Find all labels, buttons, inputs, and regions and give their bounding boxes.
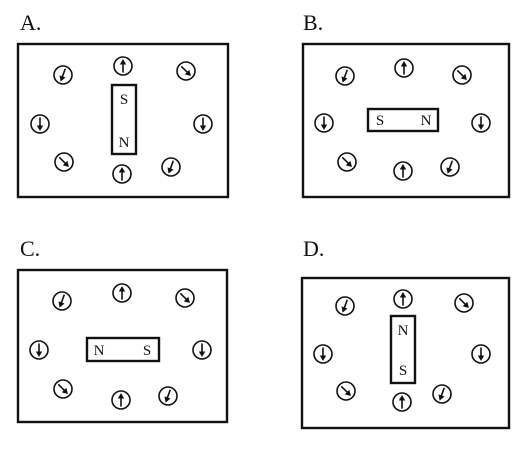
panel-b-magnet-pole-1: S xyxy=(376,113,384,129)
compass-needle xyxy=(399,164,407,178)
compass-icon xyxy=(335,296,355,316)
compass-needle xyxy=(438,387,445,401)
compass-needle xyxy=(179,292,190,303)
compass-needle xyxy=(399,292,407,306)
compass-needle xyxy=(35,343,43,357)
compass-needle xyxy=(199,117,207,131)
compass-needle xyxy=(180,65,191,76)
compass-icon xyxy=(158,386,178,406)
compass-needle xyxy=(341,156,352,167)
compass-needle xyxy=(319,347,327,361)
panel-c-magnet xyxy=(85,336,161,363)
compass-needle xyxy=(458,297,469,308)
compass-needle xyxy=(164,389,171,403)
compass-needle xyxy=(57,383,68,394)
panel-d-magnet-pole-2: S xyxy=(399,363,407,379)
panel-a-label: A. xyxy=(20,10,41,35)
compass-needle xyxy=(446,160,453,174)
panel-b-label: B. xyxy=(303,10,323,35)
compass-needle xyxy=(118,167,126,181)
compass-needle xyxy=(398,395,406,409)
compass-icon xyxy=(176,61,196,81)
compass-icon xyxy=(175,288,195,308)
compass-icon xyxy=(113,56,133,76)
panel-c-label: C. xyxy=(20,236,40,261)
panel-c-frame xyxy=(16,268,229,424)
compass-icon xyxy=(440,157,460,177)
compass-icon xyxy=(471,113,491,133)
panel-c: C. N S xyxy=(16,236,229,424)
compass-needle xyxy=(341,299,348,313)
compass-icon xyxy=(111,390,131,410)
compass-needle xyxy=(58,294,65,308)
compass-needle xyxy=(118,286,126,300)
compass-needle xyxy=(456,69,467,80)
compass-icon xyxy=(192,340,212,360)
panel-c-magnet-pole-1: N xyxy=(94,343,105,359)
panel-b-magnet xyxy=(366,107,440,133)
compass-icon xyxy=(335,66,355,86)
compass-icon xyxy=(314,113,334,133)
compass-needle xyxy=(340,385,351,396)
compass-icon xyxy=(452,65,472,85)
compass-icon xyxy=(336,381,356,401)
compass-needle xyxy=(167,160,174,174)
compass-icon xyxy=(112,283,132,303)
compass-needle xyxy=(477,116,485,130)
compass-icon xyxy=(393,161,413,181)
panel-d: D. N S xyxy=(300,236,511,430)
compass-icon xyxy=(161,157,181,177)
compass-needle xyxy=(477,347,485,361)
panel-a-magnet-pole-2: N xyxy=(119,135,130,151)
panel-a-magnet xyxy=(110,83,138,156)
compass-needle xyxy=(59,68,66,82)
compass-needle xyxy=(341,69,348,83)
compass-icon xyxy=(337,152,357,172)
panel-a-magnet-pole-1: S xyxy=(120,92,128,108)
panel-b-compasses xyxy=(314,58,491,181)
panel-d-magnet-pole-1: N xyxy=(398,323,409,339)
panel-b: B. S N xyxy=(301,10,511,199)
panel-d-compasses xyxy=(313,289,491,412)
compass-icon xyxy=(313,344,333,364)
compass-icon xyxy=(53,65,73,85)
panel-d-frame xyxy=(300,276,511,430)
panel-a-compasses xyxy=(30,56,213,184)
compass-icon xyxy=(193,114,213,134)
panel-b-magnet-pole-2: N xyxy=(421,113,432,129)
panel-b-frame xyxy=(301,42,511,199)
compass-needle xyxy=(58,156,69,167)
compass-icon xyxy=(394,58,414,78)
compass-icon xyxy=(393,289,413,309)
panel-d-magnet xyxy=(389,314,417,385)
compass-icon xyxy=(432,384,452,404)
compass-icon xyxy=(53,379,73,399)
compass-needle xyxy=(36,117,44,131)
panel-a-frame xyxy=(16,42,230,199)
panel-a: A. S N xyxy=(16,10,230,199)
compass-needle xyxy=(119,59,127,73)
compass-icon xyxy=(112,164,132,184)
compass-needle xyxy=(117,393,125,407)
compass-needle xyxy=(400,61,408,75)
compass-icon xyxy=(54,152,74,172)
compass-icon xyxy=(52,291,72,311)
compass-icon xyxy=(29,340,49,360)
compass-icon xyxy=(30,114,50,134)
compass-icon xyxy=(471,344,491,364)
compass-icon xyxy=(454,293,474,313)
compass-needle xyxy=(320,116,328,130)
compass-needle xyxy=(198,343,206,357)
panel-d-label: D. xyxy=(303,236,324,261)
panel-c-compasses xyxy=(29,283,212,410)
compass-icon xyxy=(392,392,412,412)
panel-c-magnet-pole-2: S xyxy=(143,343,151,359)
